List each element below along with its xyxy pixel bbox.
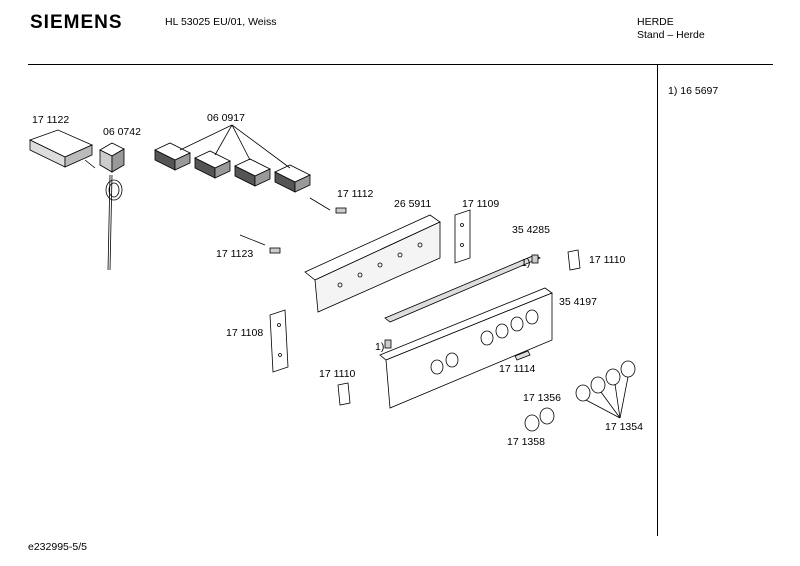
- part-label-060917: 06 0917: [207, 112, 245, 124]
- part-label-171122: 17 1122: [32, 114, 70, 126]
- panel-bracket-part: [304, 214, 441, 313]
- part-label-265911: 26 5911: [394, 198, 432, 210]
- switch-unit-1: [154, 142, 191, 171]
- control-panel-part: [379, 287, 553, 409]
- drawing-number: e232995-5/5: [28, 541, 87, 553]
- part-label-171356: 17 1356: [523, 392, 561, 404]
- rail-strip-part: [384, 254, 541, 323]
- switch-unit-group: [154, 124, 311, 193]
- ref-label-upper: 1): [521, 257, 531, 269]
- part-label-171108: 17 1108: [226, 327, 264, 339]
- switch-unit-2: [194, 150, 231, 179]
- part-label-354197: 35 4197: [559, 296, 597, 308]
- part-label-171358: 17 1358: [507, 436, 545, 448]
- switch-unit-3: [234, 158, 271, 187]
- ref-label-lower: 1): [375, 341, 385, 353]
- thermostat-part: [99, 142, 125, 271]
- part-label-171354: 17 1354: [605, 421, 643, 433]
- brand-logo: SIEMENS: [30, 12, 123, 33]
- screw-part-lower: [384, 339, 392, 349]
- part-label-354285: 35 4285: [512, 224, 550, 236]
- signal-lamp-part: [309, 197, 347, 214]
- model-title: HL 53025 EU/01, Weiss: [165, 16, 277, 28]
- part-label-171114: 17 1114: [499, 363, 536, 375]
- part-label-060742: 06 0742: [103, 126, 141, 138]
- side-bracket-part-2: [269, 309, 289, 373]
- clip-part-lower: [337, 382, 351, 406]
- lens-part: [514, 350, 531, 361]
- side-bracket-part: [454, 209, 471, 264]
- footnote-reference: 1) 16 5697: [668, 85, 719, 97]
- part-label-171112: 17 1112: [337, 188, 374, 200]
- part-label-171110-upper: 17 1110: [589, 254, 626, 266]
- switch-block-part: [28, 129, 96, 169]
- signal-lamp-part-2: [239, 234, 281, 254]
- category-line-1: HERDE: [637, 16, 674, 28]
- category-line-2: Stand – Herde: [637, 29, 705, 41]
- header-divider: [28, 64, 773, 65]
- notes-divider: [657, 64, 658, 536]
- knob-pair: [524, 407, 555, 432]
- knob-group: [575, 360, 636, 419]
- category-label: HERDE Stand – Herde: [637, 16, 705, 42]
- part-label-171123: 17 1123: [216, 248, 254, 260]
- part-label-171110-lower: 17 1110: [319, 368, 356, 380]
- screw-part-upper: [531, 254, 539, 264]
- switch-unit-4: [274, 164, 311, 193]
- part-label-171109: 17 1109: [462, 198, 500, 210]
- clip-part-upper: [567, 249, 581, 271]
